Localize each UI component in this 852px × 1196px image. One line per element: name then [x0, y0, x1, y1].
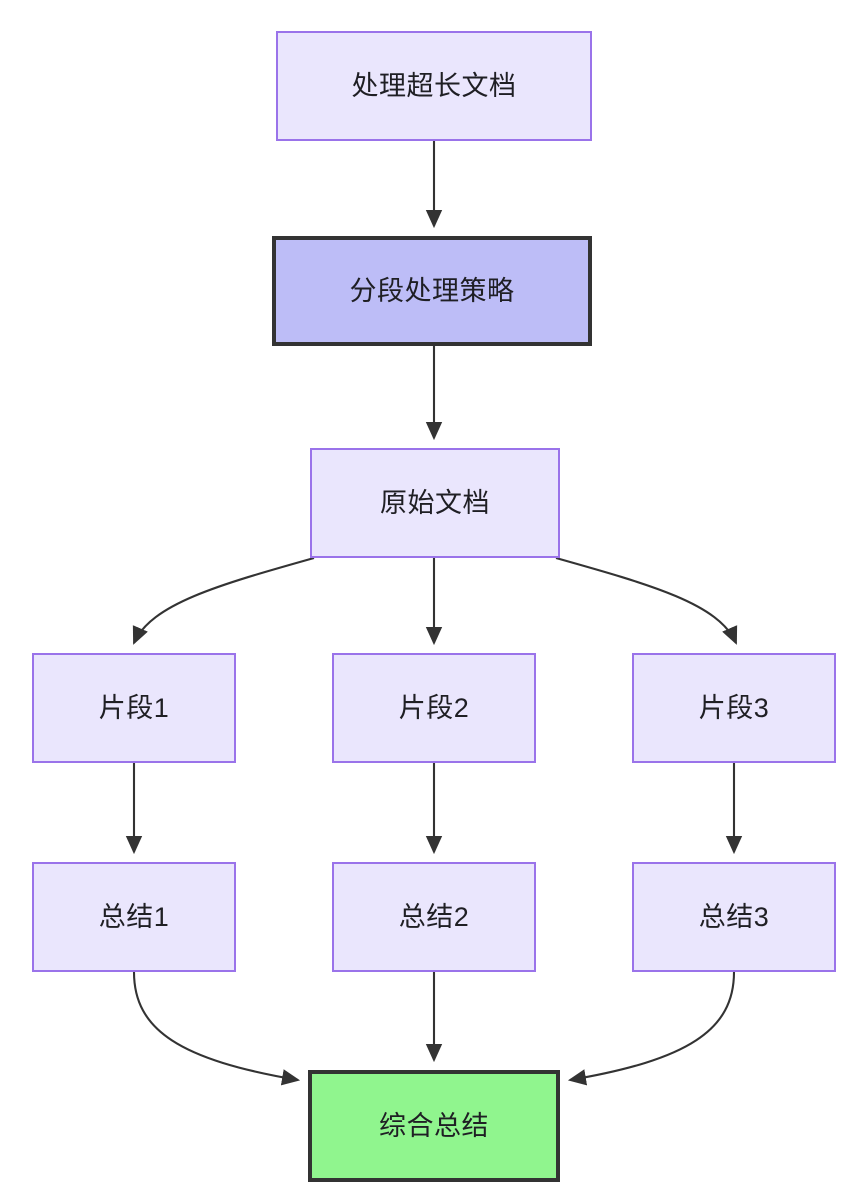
node-chunk-strategy[interactable]: 分段处理策略: [272, 236, 592, 346]
node-final-summary-label: 综合总结: [379, 1110, 489, 1141]
node-summary-2[interactable]: 总结2: [332, 862, 536, 972]
node-source-doc-label: 原始文档: [380, 487, 490, 518]
node-final-summary[interactable]: 综合总结: [308, 1070, 560, 1182]
node-fragment-3[interactable]: 片段3: [632, 653, 836, 763]
node-summary-1[interactable]: 总结1: [32, 862, 236, 972]
node-fragment-2[interactable]: 片段2: [332, 653, 536, 763]
edge-source-doc-to-fragment-3: [555, 556, 738, 645]
node-summary-3[interactable]: 总结3: [632, 862, 836, 972]
edge-summary-3-to-final-summary: [567, 971, 736, 1086]
node-fragment-1-label: 片段1: [98, 692, 170, 723]
node-summary-2-label: 总结2: [398, 901, 470, 932]
node-summary-3-label: 总结3: [698, 901, 770, 932]
edge-source-doc-to-fragment-1: [132, 556, 315, 645]
edge-summary-1-to-final-summary: [132, 971, 301, 1086]
node-long-doc[interactable]: 处理超长文档: [276, 31, 592, 141]
node-fragment-3-label: 片段3: [698, 692, 770, 723]
node-summary-1-label: 总结1: [98, 901, 170, 932]
node-chunk-strategy-label: 分段处理策略: [349, 275, 515, 306]
node-fragment-1[interactable]: 片段1: [32, 653, 236, 763]
node-fragment-2-label: 片段2: [398, 692, 470, 723]
node-long-doc-label: 处理超长文档: [351, 70, 517, 101]
node-source-doc[interactable]: 原始文档: [310, 448, 560, 558]
